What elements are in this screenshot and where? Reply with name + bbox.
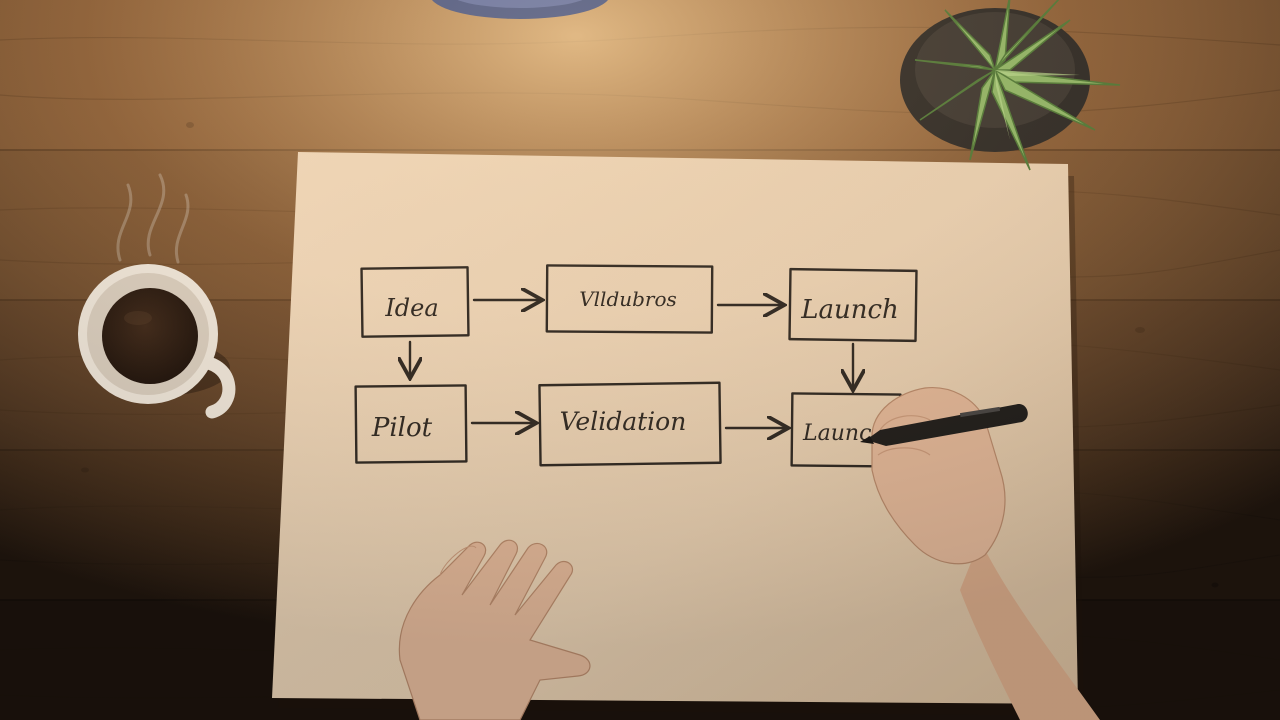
desk-scene: Idea Vlldubros Launch Pilot Velidation L…	[0, 0, 1280, 720]
vignette	[0, 0, 1280, 720]
